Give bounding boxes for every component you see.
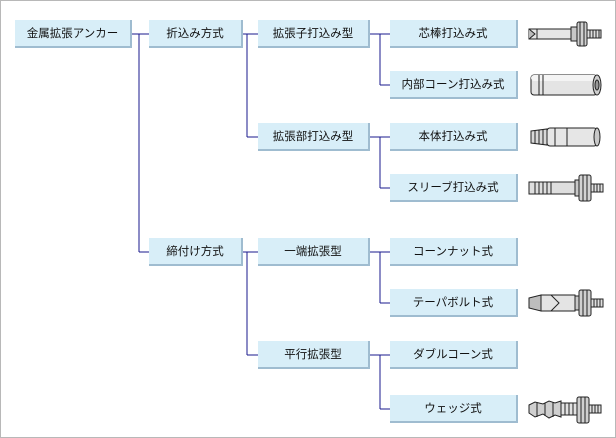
node-type-one-end-label: 一端拡張型 — [284, 244, 342, 258]
node-leaf-body-drive-label: 本体打込み式 — [418, 129, 488, 143]
node-type-one-end: 一端拡張型 — [258, 238, 370, 266]
node-type-parallel-label: 平行拡張型 — [284, 347, 342, 361]
node-leaf-sleeve-drive: スリーブ打込み式 — [390, 174, 518, 202]
core-rod-anchor-icon — [528, 21, 602, 47]
node-method-tighten: 締付け方式 — [149, 238, 243, 266]
body-drive-anchor-icon — [530, 127, 601, 147]
node-leaf-internal-cone-label: 内部コーン打込み式 — [401, 77, 505, 91]
node-root-label: 金属拡張アンカー — [26, 26, 119, 40]
wedge-anchor-icon — [528, 396, 602, 424]
node-leaf-taper-bolt: テーパボルト式 — [390, 289, 518, 317]
node-leaf-core-rod-label: 芯棒打込み式 — [418, 26, 488, 40]
node-type-drive-body-label: 拡張部打込み型 — [272, 129, 354, 143]
node-leaf-cone-nut-label: コーンナット式 — [413, 244, 493, 258]
taper-bolt-anchor-icon — [528, 289, 604, 317]
node-leaf-double-cone: ダブルコーン式 — [390, 341, 518, 369]
node-root: 金属拡張アンカー — [15, 20, 132, 48]
node-leaf-sleeve-drive-label: スリーブ打込み式 — [407, 180, 499, 194]
node-leaf-cone-nut: コーンナット式 — [390, 238, 518, 266]
node-type-parallel: 平行拡張型 — [258, 341, 370, 369]
node-leaf-taper-bolt-label: テーパボルト式 — [412, 295, 494, 309]
node-type-drive-expander-label: 拡張子打込み型 — [272, 26, 354, 40]
sleeve-drive-anchor-icon — [528, 174, 604, 202]
node-leaf-body-drive: 本体打込み式 — [390, 123, 518, 151]
node-method-drive-label: 折込み方式 — [166, 26, 224, 40]
node-type-drive-expander: 拡張子打込み型 — [258, 20, 370, 48]
node-leaf-core-rod: 芯棒打込み式 — [390, 20, 518, 48]
node-type-drive-body: 拡張部打込み型 — [258, 123, 370, 151]
node-method-tighten-label: 締付け方式 — [166, 244, 224, 258]
node-leaf-double-cone-label: ダブルコーン式 — [413, 347, 493, 361]
internal-cone-anchor-icon — [530, 74, 602, 96]
node-leaf-internal-cone: 内部コーン打込み式 — [390, 71, 518, 99]
node-method-drive: 折込み方式 — [149, 20, 243, 48]
node-leaf-wedge-label: ウェッジ式 — [424, 401, 482, 415]
node-leaf-wedge: ウェッジ式 — [390, 395, 518, 423]
